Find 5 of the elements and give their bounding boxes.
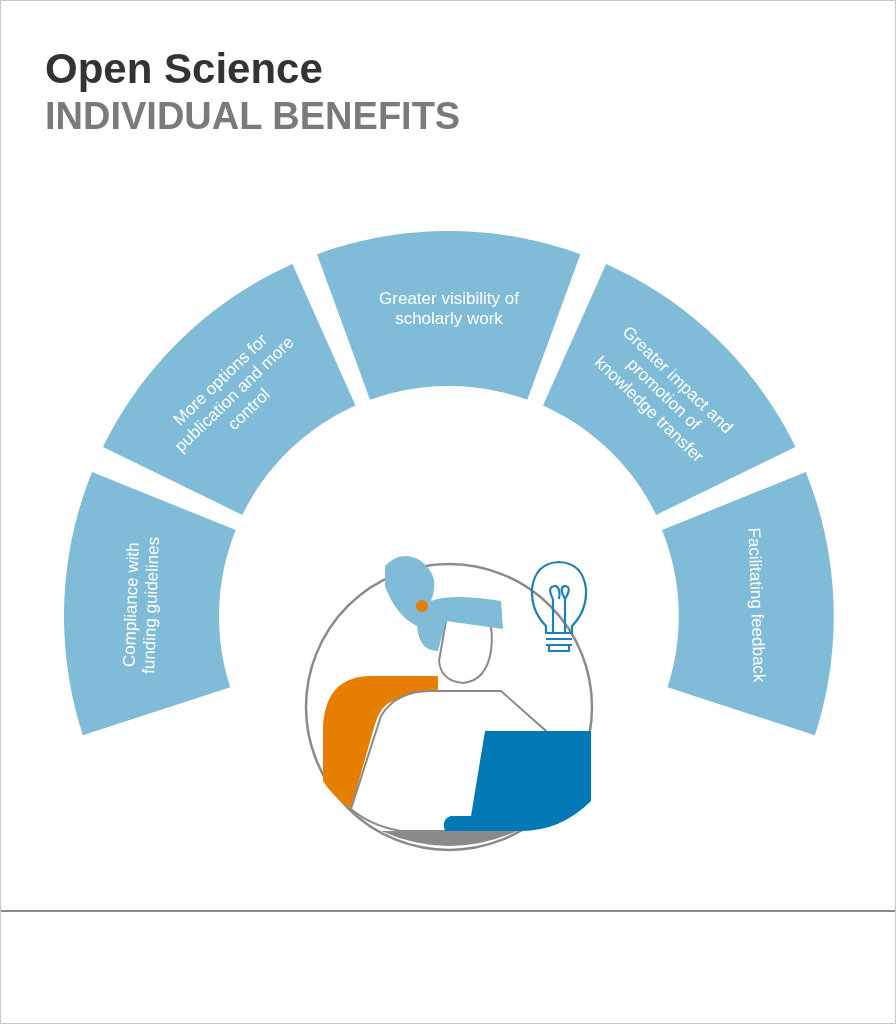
segment-label: Greater visibility of scholarly work [378, 288, 520, 329]
subtitle: INDIVIDUAL BENEFITS [45, 95, 461, 138]
title: Open Science [45, 45, 323, 93]
segment-label: Compliance with funding guidelines [118, 535, 165, 677]
segment-label: Facilitating feedback [743, 526, 770, 685]
